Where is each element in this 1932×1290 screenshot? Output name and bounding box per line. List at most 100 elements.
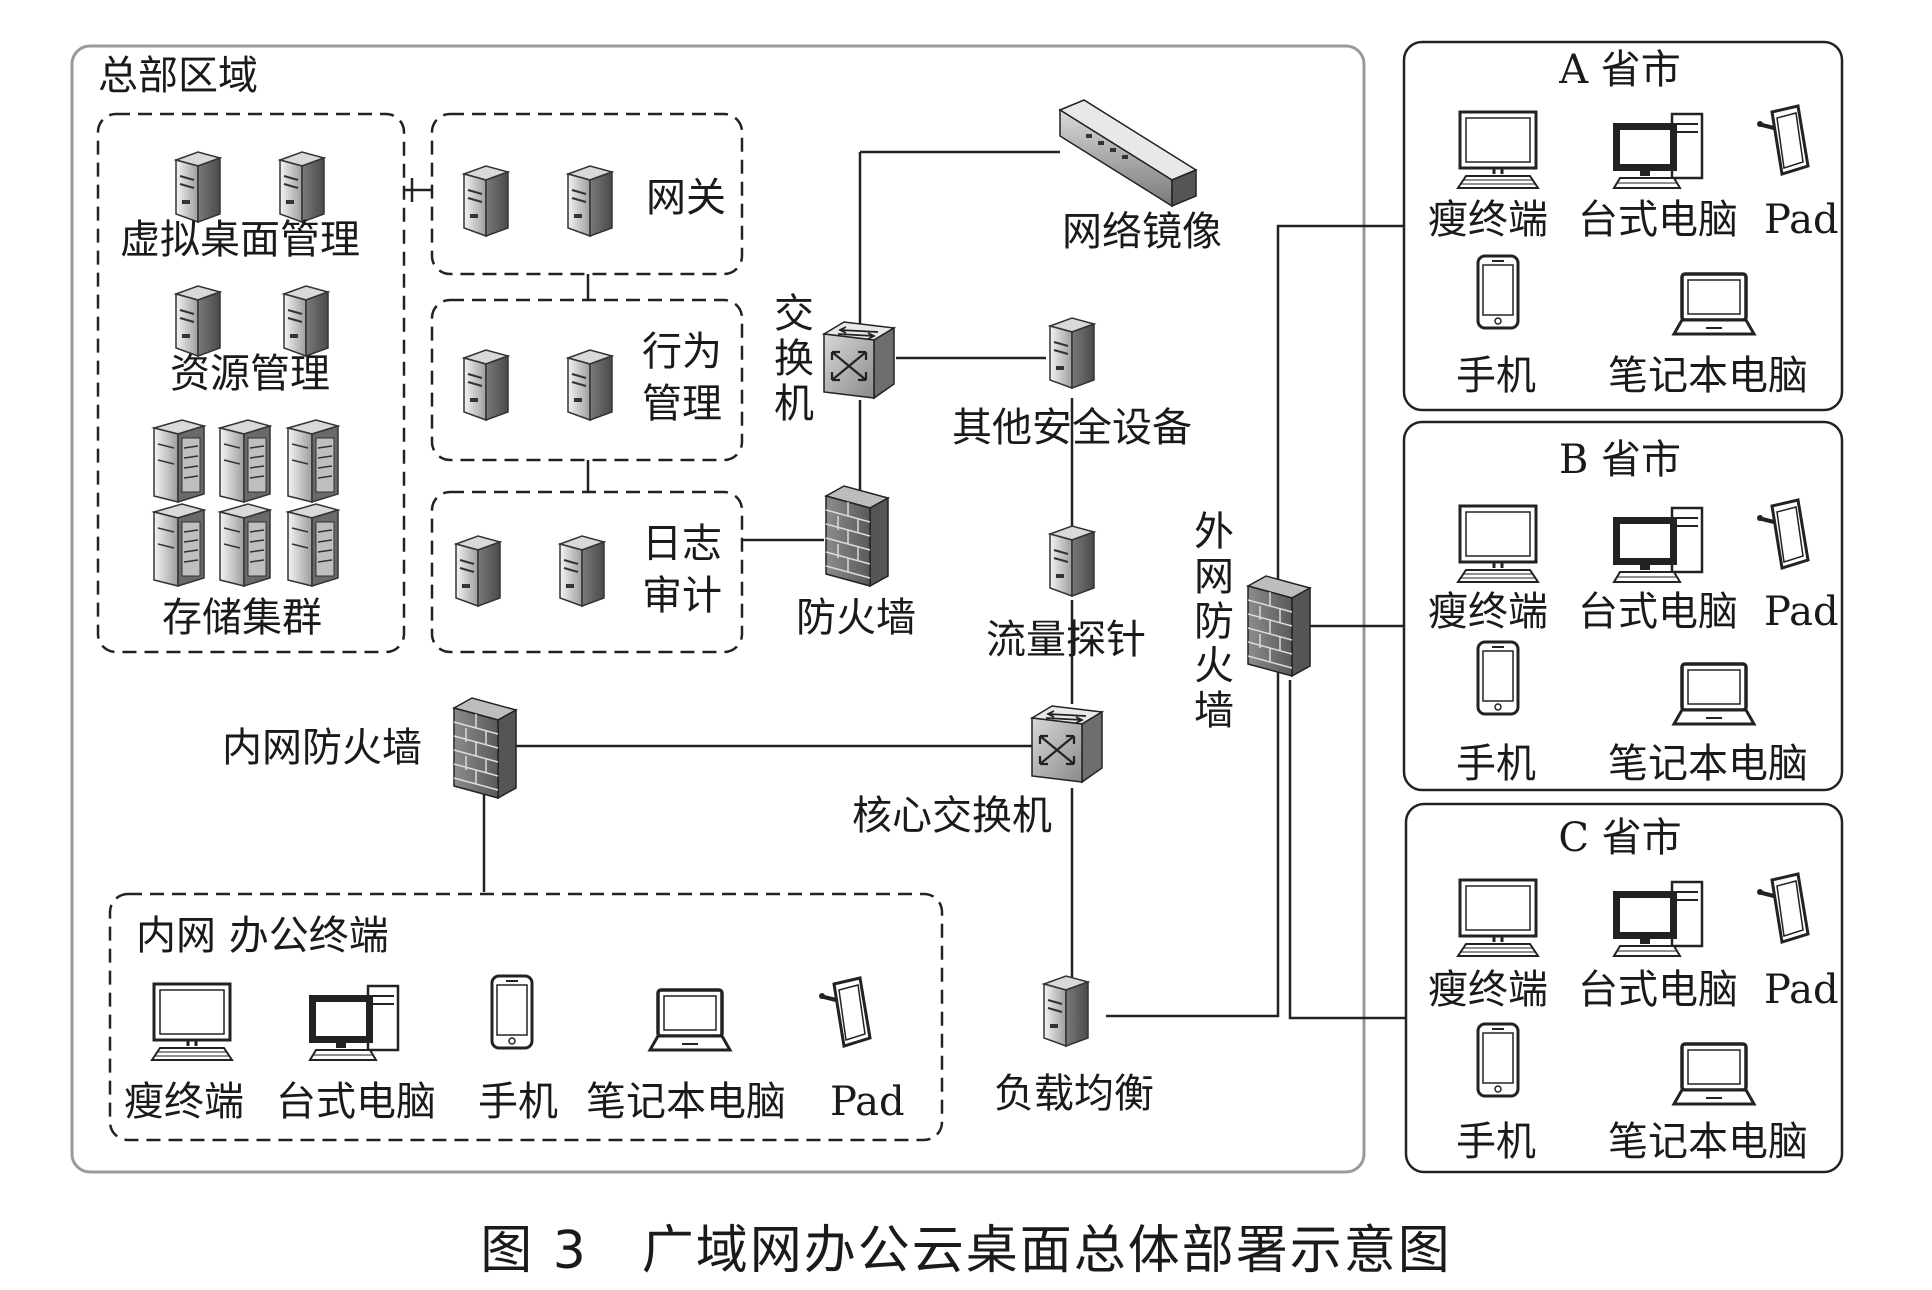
c-laptop-icon [1672,1042,1756,1106]
core-switch-label: 核心交换机 [852,793,1052,839]
a-thin-icon [1456,110,1540,190]
storage-label: 存储集群 [162,595,322,641]
headquarters-frame [70,44,1366,1174]
flow-probe-device [1049,525,1095,597]
other-security-device [1049,317,1095,389]
vdm-server-1 [175,151,221,223]
a-desktop-icon [1612,112,1704,190]
a-laptop-label: 笔记本电脑 [1608,353,1808,399]
c-desktop-label: 台式电脑 [1578,967,1738,1013]
office-laptop-icon [648,988,732,1052]
other-security-label: 其他安全设备 [952,405,1192,451]
storage-cabinet-6 [287,503,339,587]
firewall-label: 防火墙 [796,595,916,641]
ext-fw-char-3: 防 [1194,598,1234,645]
office-pad-icon [817,976,872,1048]
office-terminal-group [108,892,944,1142]
c-phone-icon [1476,1022,1520,1098]
headquarters-title: 总部区域 [98,53,258,99]
switch-char-1: 交 [774,291,814,337]
ext-fw-char-5: 墙 [1194,688,1234,735]
network-mirror-label: 网络镜像 [1062,209,1222,255]
flow-probe-label: 流量探针 [986,617,1146,663]
province-a-title: A 省市 [1559,47,1681,93]
behavior-server-1 [463,349,509,421]
gateway-group [430,112,744,276]
resource-label: 资源管理 [170,351,330,397]
log-label-2: 审计 [642,573,722,619]
external-firewall-label: 外 网 防 火 墙 [1192,510,1236,734]
behavior-label-1: 行为 [642,329,722,375]
c-pad-icon [1755,872,1810,944]
switch-char-2: 换 [774,335,814,382]
a-phone-icon [1476,254,1520,330]
office-phone-label: 手机 [478,1079,558,1125]
province-c-frame [1404,802,1844,1174]
vdm-server-2 [279,151,325,223]
c-desktop-icon [1612,880,1704,958]
office-pad-label: Pad [830,1079,905,1125]
b-laptop-icon [1672,662,1756,726]
a-thin-label: 瘦终端 [1428,197,1548,243]
a-laptop-icon [1672,272,1756,336]
resource-server-1 [175,285,221,357]
a-desktop-label: 台式电脑 [1578,197,1738,243]
log-server-2 [559,535,605,607]
office-thin-terminal-icon [150,982,234,1062]
figure-caption: 图 3 广域网办公云桌面总体部署示意图 [480,1221,1452,1281]
gateway-label: 网关 [646,175,726,221]
switch-device [822,320,896,400]
behavior-server-2 [567,349,613,421]
c-pad-label: Pad [1764,967,1839,1013]
office-title: 内网 办公终端 [136,913,389,959]
log-label-1: 日志 [642,521,722,567]
office-laptop-label: 笔记本电脑 [586,1079,786,1125]
a-phone-label: 手机 [1456,353,1536,399]
b-pad-label: Pad [1764,589,1839,635]
storage-cabinet-3 [287,419,339,503]
c-thin-icon [1456,878,1540,958]
b-thin-icon [1456,504,1540,584]
load-balancer-device [1043,975,1089,1047]
b-phone-label: 手机 [1456,741,1536,787]
province-c-title: C 省市 [1558,815,1682,861]
gateway-server-2 [567,165,613,237]
b-laptop-label: 笔记本电脑 [1608,741,1808,787]
storage-cabinet-4 [153,503,205,587]
storage-cabinet-2 [219,419,271,503]
ext-fw-char-2: 网 [1194,553,1234,600]
management-group [96,112,406,654]
vdm-label: 虚拟桌面管理 [120,217,360,263]
b-desktop-label: 台式电脑 [1578,589,1738,635]
switch-label: 交 换 机 [772,292,816,426]
ext-fw-char-1: 外 [1194,509,1234,555]
storage-cabinet-1 [153,419,205,503]
firewall-device [825,485,889,587]
province-b-title: B 省市 [1558,437,1682,483]
load-balance-label: 负载均衡 [994,1071,1154,1117]
province-b-frame [1402,420,1844,792]
intranet-firewall-label: 内网防火墙 [222,725,422,771]
b-desktop-icon [1612,506,1704,584]
external-firewall-device [1247,575,1311,677]
intranet-firewall-device [453,697,517,799]
office-phone-icon [490,974,534,1050]
b-phone-icon [1476,640,1520,716]
a-pad-label: Pad [1764,197,1839,243]
a-pad-icon [1755,104,1810,176]
c-thin-label: 瘦终端 [1428,967,1548,1013]
office-thin-label: 瘦终端 [124,1079,244,1125]
behavior-label-2: 管理 [642,381,722,427]
b-pad-icon [1755,498,1810,570]
gateway-server-1 [463,165,509,237]
resource-server-2 [283,285,329,357]
c-phone-label: 手机 [1456,1119,1536,1165]
core-switch-device [1030,704,1104,784]
c-laptop-label: 笔记本电脑 [1608,1119,1808,1165]
switch-char-3: 机 [774,380,814,427]
b-thin-label: 瘦终端 [1428,589,1548,635]
office-desktop-icon [308,984,400,1062]
log-server-1 [455,535,501,607]
